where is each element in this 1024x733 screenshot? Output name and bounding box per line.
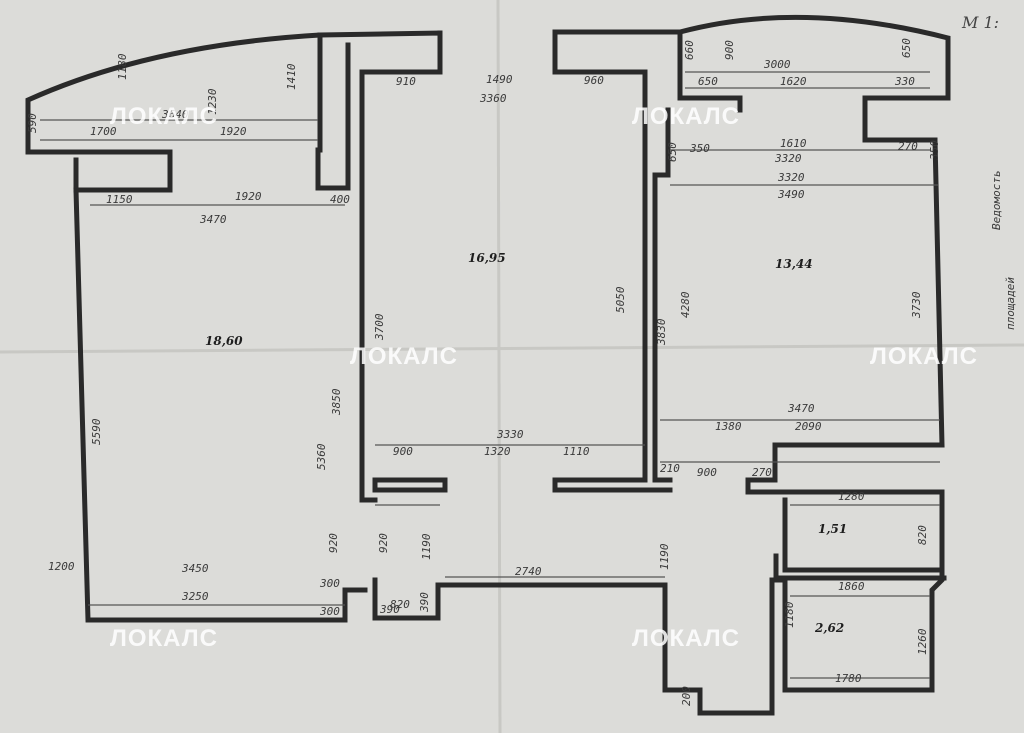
dimension-label: 820 [390,598,410,611]
dimension-label: 1280 [838,490,865,503]
dimension-label: 1920 [235,190,262,203]
dimension-label: 1190 [658,543,671,570]
dimension-label: 900 [697,466,717,479]
scale-label: М 1: [961,13,999,32]
dimension-label: 210 [660,462,680,475]
dimension-label: 590 [26,113,39,133]
dimension-label: 350 [689,142,710,155]
dimension-label: 3000 [763,58,791,71]
dimension-label: 1620 [780,75,807,88]
room-center-area: 16,95 [468,251,506,265]
dimension-label: 1260 [916,628,929,655]
right-room-walls [552,14,951,716]
dimension-label: 1490 [486,73,513,86]
dimension-lines [40,71,940,679]
room-left-area: 18,60 [205,334,243,348]
bath-area: 1,51 [818,522,847,536]
dimension-label: 2090 [795,420,822,433]
dimension-label: 1190 [420,533,433,560]
dimension-label: 650 [666,142,679,162]
dimension-label: 1700 [90,125,117,138]
dimension-label: 1230 [206,88,219,115]
dimension-label: 900 [723,40,736,60]
dimension-label: 3700 [373,313,386,341]
dimension-label: 1380 [715,420,742,433]
left-room-walls [25,30,668,623]
dimension-label: 660 [683,40,696,60]
dimension-label: 650 [698,75,718,88]
watermarks: ЛОКАЛС ЛОКАЛС ЛОКАЛС ЛОКАЛС ЛОКАЛС ЛОКАЛ… [110,103,978,652]
dimension-label: 3360 [479,92,507,105]
dimension-label: 400 [330,193,350,206]
watermark-1: ЛОКАЛС [110,103,218,130]
dimension-label: 3470 [787,402,815,415]
dimension-label: 350 [928,140,941,161]
wc-area: 2,62 [814,621,844,635]
dimension-label: 300 [319,577,340,590]
watermark-4: ЛОКАЛС [870,343,978,370]
dimension-label: 330 [894,75,915,88]
dimension-label: 1320 [484,445,511,458]
watermark-2: ЛОКАЛС [632,103,740,130]
dimension-label: 3320 [774,152,802,165]
dimension-label: 3320 [777,171,805,184]
paper-crease-vertical [496,0,502,733]
side-note-line1: Ведомость [990,170,1003,230]
dimension-label: 3830 [655,318,668,346]
dimension-label: 920 [377,533,390,553]
dimension-label: 2740 [515,565,542,578]
dimension-label: 390 [379,603,400,616]
dimension-label: 390 [418,592,431,613]
dimension-label: 1610 [780,137,807,150]
dimension-label: 900 [393,445,413,458]
dimension-label: 3730 [910,291,923,319]
paper-crease-horizontal [0,343,1024,354]
dimension-label: 3250 [181,590,209,603]
dimension-label: 1200 [48,560,75,573]
watermark-6: ЛОКАЛС [632,625,740,652]
room-area-labels: 18,60 16,95 13,44 1,51 2,62 [205,251,847,635]
dimension-label: 1860 [838,580,865,593]
dimension-label: 1180 [783,601,796,628]
dimension-label: 1150 [106,193,133,206]
dimension-label: 5590 [90,418,103,445]
dimension-label: 910 [396,75,416,88]
dimension-label: 5360 [315,443,328,470]
dimension-label: 3330 [496,428,524,441]
dimension-label: 1920 [220,125,247,138]
dimension-label: 3850 [330,388,343,416]
dimension-label: 3450 [181,562,209,575]
dimension-label: 1180 [116,53,129,80]
dimension-label: 1110 [563,445,590,458]
dimension-label: 5050 [614,286,627,313]
room-right-area: 13,44 [775,257,813,271]
dimension-labels: 590 1180 3640 1230 1410 1700 1920 1150 1… [26,38,941,706]
side-note-line2: площадей [1004,277,1017,330]
dimension-label: 300 [319,605,340,618]
watermark-5: ЛОКАЛС [110,625,218,652]
center-room-walls [359,30,673,493]
dimension-label: 4280 [679,291,692,318]
watermark-3: ЛОКАЛС [350,343,458,370]
dimension-label: 3640 [161,108,189,121]
dimension-label: 820 [916,525,929,545]
dimension-label: 960 [584,74,604,87]
dimension-label: 270 [898,140,918,153]
dimension-label: 200 [680,686,693,706]
dimension-label: 1780 [835,672,862,685]
dimension-label: 3490 [777,188,805,201]
dimension-label: 3470 [199,213,227,226]
dimension-label: 650 [900,38,913,58]
dimension-label: 920 [327,533,340,553]
dimension-label: 1410 [285,63,298,90]
dimension-label: 270 [752,466,772,479]
